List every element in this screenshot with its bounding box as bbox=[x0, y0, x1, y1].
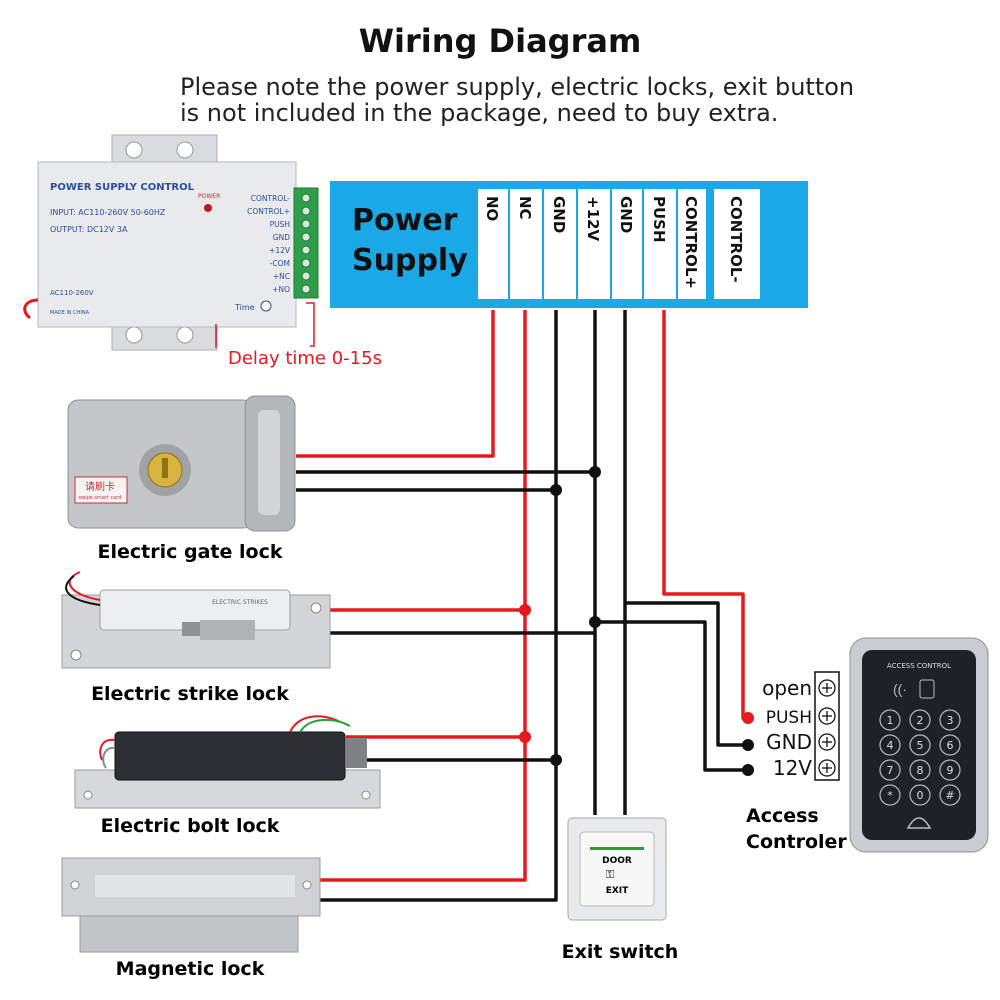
psu-terminal-label: GND bbox=[273, 233, 290, 242]
keypad-key bbox=[939, 784, 961, 806]
keypad-key-label: 3 bbox=[947, 714, 954, 727]
bolt-lock-caption: Electric bolt lock bbox=[101, 815, 280, 837]
gate-lock-caption: Electric gate lock bbox=[98, 541, 283, 563]
keypad-key-label: * bbox=[887, 789, 893, 802]
terminal-cell bbox=[544, 189, 576, 299]
power-supply-terminal-label: CONTROL+ bbox=[682, 196, 700, 289]
power-supply-terminal-label: PUSH bbox=[650, 196, 668, 243]
keypad-key-label: 5 bbox=[917, 739, 924, 752]
power-supply-terminal-label: CONTROL- bbox=[727, 196, 745, 283]
keypad-header: ACCESS CONTROL bbox=[887, 662, 951, 670]
gate-lock-sticker: 请刷卡 bbox=[85, 480, 115, 493]
access-controller-caption-1: Access bbox=[746, 805, 819, 827]
keypad-key-label: 4 bbox=[887, 739, 894, 752]
svg-text:ELECTRIC STRIKES: ELECTRIC STRIKES bbox=[212, 599, 268, 606]
note-line-2: is not included in the package, need to … bbox=[180, 99, 779, 127]
power-supply-terminal-label: GND bbox=[550, 196, 568, 233]
terminal-cell bbox=[678, 189, 706, 299]
psu-terminal-label: +NO bbox=[272, 285, 290, 294]
keypad-key-label: 6 bbox=[947, 739, 954, 752]
exit-switch-image: DOOR ⚿ EXIT bbox=[567, 817, 667, 921]
rfid-icon: ((· bbox=[893, 681, 907, 697]
strike-lock-caption: Electric strike lock bbox=[91, 683, 289, 705]
keypad-key-label: 8 bbox=[917, 764, 924, 777]
power-supply-title-2: Supply bbox=[352, 243, 468, 278]
power-supply-block: Power Supply NO NC GND +12V GND PUSH CONTROL+ C… bbox=[330, 181, 808, 308]
electric-bolt-lock-image bbox=[74, 715, 381, 809]
keypad-key bbox=[939, 709, 961, 731]
power-supply-terminal-label: NC bbox=[516, 196, 534, 220]
psu-input: INPUT: AC110-260V 50-60HZ bbox=[50, 208, 166, 217]
psu-terminal-label: +NC bbox=[273, 272, 290, 281]
psu-terminal-label: CONTROL- bbox=[251, 194, 290, 203]
psu-power-label: POWER bbox=[198, 193, 220, 200]
psu-made-in: MADE IN CHINA bbox=[50, 310, 90, 316]
controller-terminal-label: GND bbox=[766, 730, 812, 754]
terminal-cell bbox=[510, 189, 542, 299]
terminal-cell bbox=[714, 189, 760, 299]
terminal-cell bbox=[578, 189, 610, 299]
psu-time-label: Time bbox=[234, 303, 255, 312]
diagram-title: Wiring Diagram bbox=[358, 22, 642, 60]
psu-terminal-label: CONTROL+ bbox=[247, 207, 290, 216]
keypad-key-label: 0 bbox=[917, 789, 924, 802]
keypad-key bbox=[879, 784, 901, 806]
keypad-key bbox=[909, 734, 931, 756]
psu-terminal-label: PUSH bbox=[270, 220, 290, 229]
psu-terminal-label: +12V bbox=[269, 246, 291, 255]
psu-header: POWER SUPPLY CONTROL bbox=[50, 182, 195, 193]
power-supply-terminal-label: GND bbox=[617, 196, 635, 233]
electric-strike-lock-image: ELECTRIC STRIKES bbox=[61, 571, 331, 669]
psu-terminal-label: -COM bbox=[270, 259, 290, 268]
power-supply-terminal-label: +12V bbox=[584, 196, 602, 241]
keypad-key-label: 2 bbox=[917, 714, 924, 727]
keypad-key bbox=[879, 759, 901, 781]
terminal-cell bbox=[644, 189, 676, 299]
electric-gate-lock-image: 请刷卡 swipe smart card bbox=[67, 395, 296, 532]
keypad-key-label: # bbox=[945, 789, 954, 802]
wire-junctions bbox=[519, 466, 754, 776]
delay-note: Delay time 0-15s bbox=[228, 348, 382, 369]
power-supply-terminal-label: NO bbox=[483, 196, 501, 221]
keypad-key bbox=[909, 784, 931, 806]
power-supply-title-1: Power bbox=[352, 203, 458, 238]
controller-terminal-label: open bbox=[762, 676, 812, 700]
access-control-keypad-image: ACCESS CONTROL ((· 1 2 3 4 5 6 7 8 9 * 0 # bbox=[849, 637, 989, 853]
controller-terminal-label: PUSH bbox=[766, 708, 812, 728]
bell-icon bbox=[906, 817, 932, 829]
keypad-key bbox=[909, 709, 931, 731]
exit-button-line2: EXIT bbox=[606, 886, 629, 896]
keypad-key bbox=[939, 759, 961, 781]
controller-terminal-label: 12V bbox=[773, 756, 812, 780]
terminal-cell bbox=[478, 189, 508, 299]
note-line-1: Please note the power supply, electric l… bbox=[180, 73, 855, 101]
keypad-key-label: 7 bbox=[887, 764, 894, 777]
key-icon: ⚿ bbox=[606, 869, 614, 881]
psu-output: OUTPUT: DC12V 3A bbox=[50, 225, 128, 234]
magnetic-lock-caption: Magnetic lock bbox=[116, 958, 265, 980]
keypad-key bbox=[939, 734, 961, 756]
keypad-key-label: 1 bbox=[887, 714, 894, 727]
power-led-icon bbox=[204, 204, 212, 212]
keypad-key-label: 9 bbox=[947, 764, 954, 777]
keypad-key bbox=[879, 734, 901, 756]
exit-switch-caption: Exit switch bbox=[562, 941, 679, 963]
gate-lock-sticker-sub: swipe smart card bbox=[78, 495, 121, 501]
psu-ac-label: AC110-260V bbox=[50, 289, 94, 297]
time-knob-icon bbox=[260, 300, 272, 312]
keypad-key bbox=[879, 709, 901, 731]
magnetic-lock-image bbox=[61, 857, 321, 953]
keypad-key bbox=[909, 759, 931, 781]
access-controller-caption-2: Controler bbox=[746, 831, 847, 853]
exit-button-line1: DOOR bbox=[602, 856, 632, 866]
terminal-cell bbox=[612, 189, 642, 299]
power-supply-device: POWER SUPPLY CONTROL INPUT: AC110-260V 5… bbox=[23, 134, 319, 351]
